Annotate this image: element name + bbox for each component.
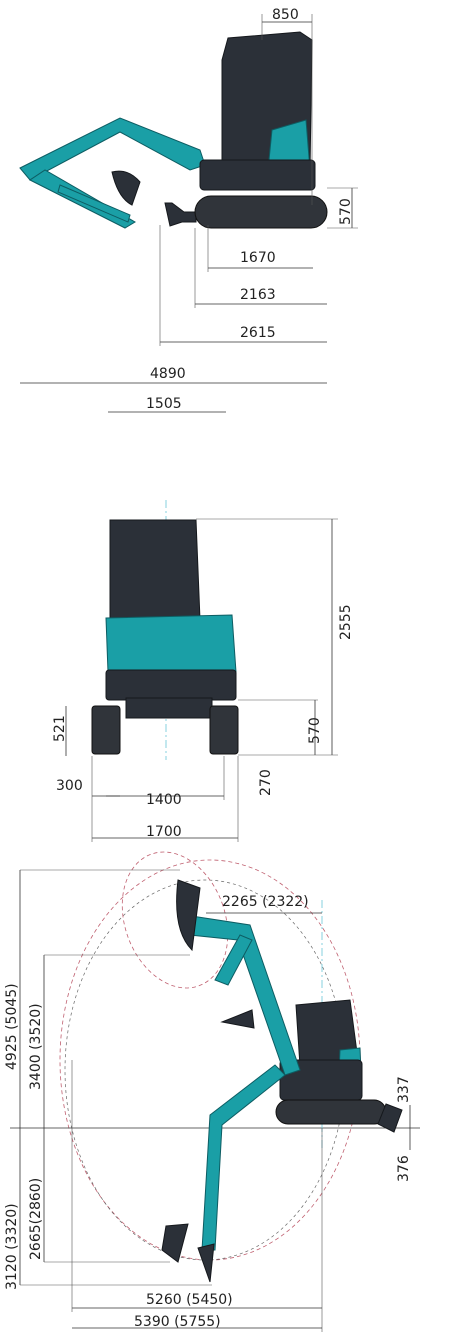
dim-overall-length: 4890 <box>150 366 186 382</box>
dim-blade-lift: 337 <box>396 1076 412 1103</box>
dim-reach-at-ground: 5260 (5450) <box>146 1292 233 1308</box>
dim-blade-to-rear: 2615 <box>240 325 276 341</box>
side-boom <box>19 117 206 181</box>
front-view <box>65 500 338 842</box>
side-view <box>19 14 358 413</box>
dim-ground-clearance: 570 <box>307 717 323 744</box>
dim-track-gauge: 1400 <box>146 792 182 808</box>
dim-tumbler-distance: 1670 <box>240 250 276 266</box>
range-blade <box>377 1103 403 1133</box>
front-track-right <box>209 705 239 755</box>
range-boom-down <box>201 1064 286 1251</box>
dim-max-cutting-height: 3400 (3520) <box>28 1003 44 1090</box>
range-bucket-tip <box>197 1243 215 1283</box>
front-upper-frame <box>105 669 237 701</box>
side-blade <box>164 202 197 227</box>
front-track-left <box>91 705 121 755</box>
dim-vertical-wall-depth: 2665(2860) <box>28 1178 44 1260</box>
side-boom-cylinder <box>57 184 131 223</box>
dim-overall-width: 1700 <box>146 824 182 840</box>
front-body <box>105 614 237 673</box>
side-upper-frame <box>199 159 316 191</box>
front-cab <box>109 519 201 621</box>
range-track <box>275 1099 387 1125</box>
dim-blade-width: 1505 <box>146 396 182 412</box>
dim-min-ground-clearance: 270 <box>258 769 274 796</box>
range-bucket-mid <box>220 1009 255 1029</box>
front-undercarriage <box>125 697 213 719</box>
side-bucket <box>111 170 141 206</box>
dim-blade-height: 521 <box>52 715 68 742</box>
dim-track-height: 570 <box>338 198 354 225</box>
dim-track-length: 2163 <box>240 287 276 303</box>
dim-overall-height: 2555 <box>338 604 354 640</box>
range-bucket-up <box>176 879 201 952</box>
dim-max-dump-height: 4925 (5045) <box>4 983 20 1070</box>
dim-max-digging-depth: 3120 (3320) <box>4 1203 20 1290</box>
range-arm-up <box>214 934 253 986</box>
dim-swing-radius-front: 2265 (2322) <box>222 894 309 910</box>
dim-max-reach: 5390 (5755) <box>134 1314 221 1330</box>
dim-shoe-width: 300 <box>56 778 83 794</box>
range-bucket-down <box>161 1223 189 1263</box>
dim-blade-depth: 376 <box>396 1155 412 1182</box>
side-track <box>194 195 328 229</box>
working-range-view <box>10 851 420 1332</box>
dim-tail-swing: 850 <box>272 7 299 23</box>
